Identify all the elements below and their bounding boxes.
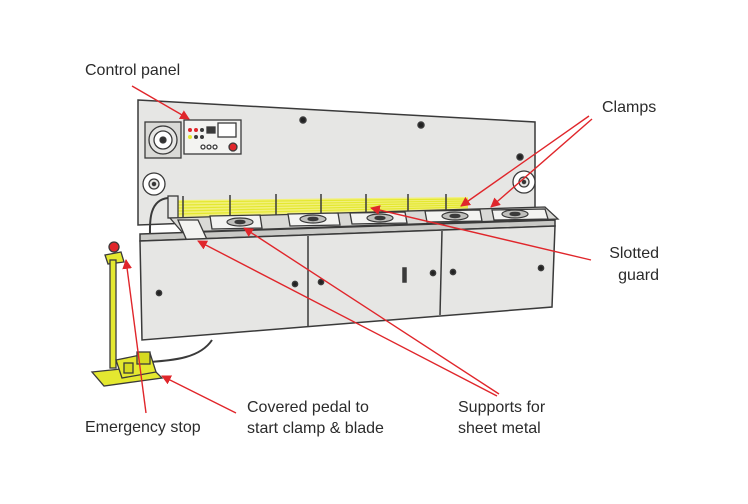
leader-clamps-2	[490, 118, 593, 208]
leader-supports-1	[197, 240, 498, 397]
emergency-stop-post	[104, 241, 125, 369]
leader-lines	[122, 85, 593, 414]
motor-dial-icon	[144, 121, 182, 159]
leader-covered-pedal	[161, 375, 237, 414]
label-emergency-stop: Emergency stop	[85, 419, 201, 436]
label-supports-line2: sheet metal	[458, 420, 541, 437]
label-slotted-guard-line1: Slotted	[609, 245, 659, 262]
left-socket-icon	[142, 172, 166, 196]
label-clamps: Clamps	[602, 99, 657, 116]
pedal-cable-lower	[149, 339, 213, 363]
right-socket-icon	[512, 170, 536, 194]
leader-clamps-1	[460, 115, 590, 207]
label-covered-pedal-line2: start clamp & blade	[247, 420, 384, 437]
label-supports-line1: Supports for	[458, 399, 546, 416]
clamp-pads	[226, 209, 529, 227]
foot-pedal	[90, 351, 164, 387]
control-panel-box	[183, 119, 242, 155]
leader-control-panel	[131, 85, 190, 120]
label-covered-pedal-line1: Covered pedal to	[247, 399, 369, 416]
leader-supports-2	[243, 227, 500, 395]
base-cabinet	[139, 225, 556, 341]
label-slotted-guard-line2: guard	[618, 267, 659, 284]
leader-slotted-guard	[370, 205, 592, 261]
pedal-cable	[148, 197, 169, 236]
slotted-guard	[167, 194, 469, 219]
label-control-panel: Control panel	[85, 62, 181, 79]
leader-emergency-stop	[122, 259, 147, 414]
